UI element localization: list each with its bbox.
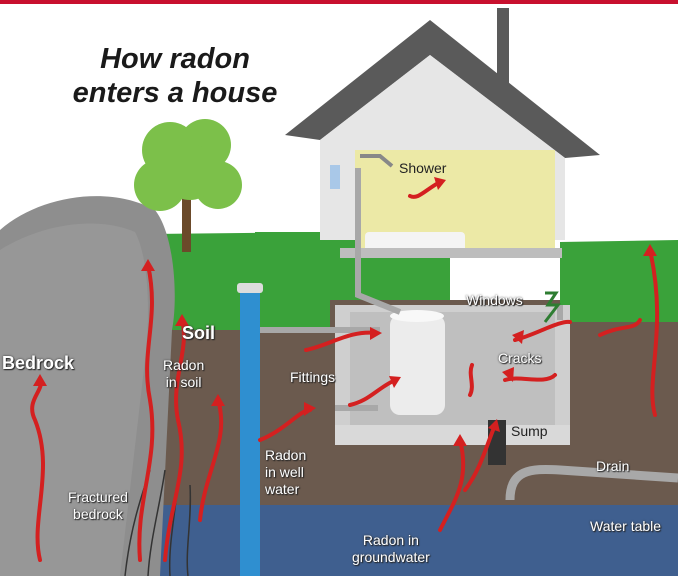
label-soil: Soil (182, 323, 216, 343)
label-fractured-bedrock: Fractured bedrock (68, 489, 128, 523)
drain-pipe (505, 465, 678, 501)
diagram-title: How radon enters a house (60, 42, 290, 110)
label-radon-in-soil: Radon in soil (163, 357, 204, 391)
shower-head-icon (360, 154, 394, 168)
radon-in-groundwater-line-1: Radon in (362, 532, 419, 548)
label-radon-in-groundwater: Radon in groundwater (352, 532, 430, 566)
tree-trunk (182, 190, 191, 252)
basement-interior (350, 312, 555, 432)
side-window (330, 165, 340, 189)
well-pipe (240, 288, 260, 576)
label-shower: Shower (399, 160, 447, 176)
upper-floor (340, 248, 562, 258)
label-water-table: Water table (590, 518, 662, 534)
tree-canopy (134, 119, 242, 211)
radon-in-well-water-line-3: water (265, 481, 300, 497)
water-heater-top (390, 310, 444, 322)
label-sump: Sump (511, 423, 548, 439)
bathroom-interior (355, 150, 555, 248)
roof (285, 20, 600, 158)
well-cap (237, 283, 263, 293)
water-heater (390, 315, 445, 415)
fractured-bedrock-line-1: Fractured (68, 489, 128, 505)
label-windows: Windows (466, 292, 523, 308)
label-radon-in-well-water: Radon in well water (265, 447, 306, 498)
fractured-bedrock-line-2: bedrock (73, 506, 123, 522)
label-drain: Drain (596, 458, 630, 474)
grass-right (560, 240, 678, 322)
basement-floor (335, 425, 570, 445)
top-border (0, 0, 678, 4)
title-line-2: enters a house (72, 77, 278, 109)
vent-pipe (497, 8, 509, 98)
plumbing (250, 168, 563, 411)
label-cracks: Cracks (498, 350, 542, 366)
radon-in-groundwater-line-2: groundwater (352, 549, 430, 565)
label-bedrock: Bedrock (2, 353, 75, 373)
radon-arrowheads (33, 177, 657, 446)
label-fittings: Fittings (290, 369, 336, 385)
basement-window-icon (543, 291, 562, 323)
bedrock-shade (0, 223, 148, 576)
title-line-1: How radon (100, 43, 250, 75)
radon-arrows (30, 180, 660, 562)
radon-in-soil-line-1: Radon (163, 357, 205, 373)
radon-in-well-water-line-2: in well (265, 464, 304, 480)
radon-in-soil-line-2: in soil (165, 374, 202, 390)
radon-in-well-water-line-1: Radon (265, 447, 307, 463)
